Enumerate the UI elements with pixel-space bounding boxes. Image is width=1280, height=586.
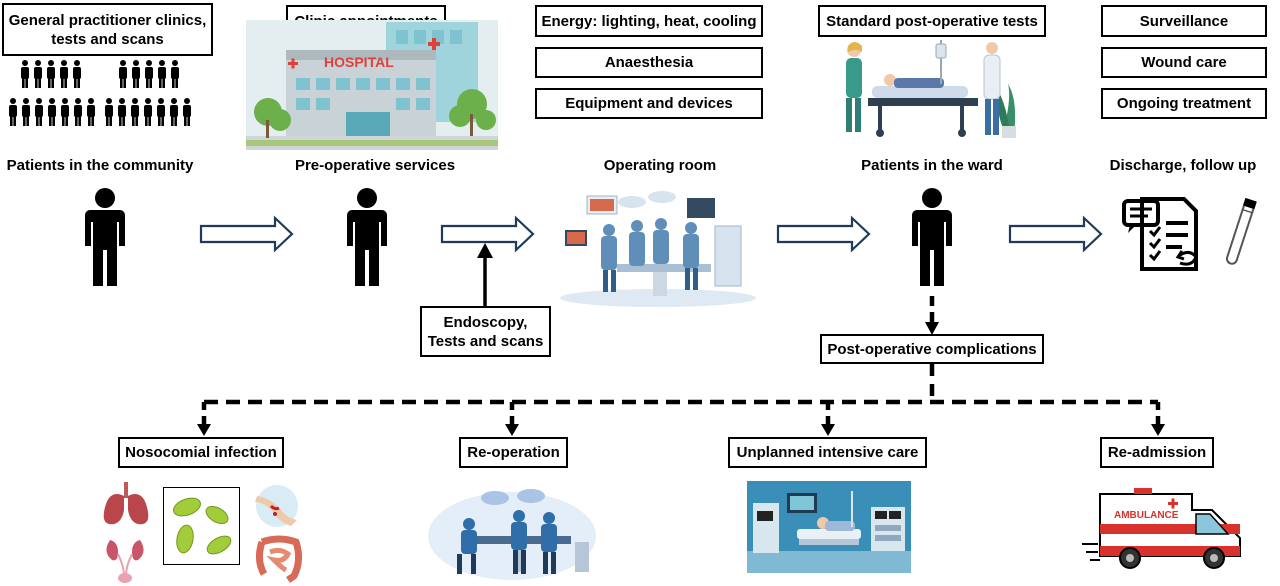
surveillance-box: Surveillance bbox=[1101, 5, 1267, 37]
stage-label-community: Patients in the community bbox=[6, 157, 194, 174]
ward-bed-icon bbox=[846, 40, 1016, 138]
person-icon bbox=[85, 188, 125, 286]
endoscopy-box: Endoscopy, Tests and scans bbox=[420, 306, 551, 357]
complication-dashed-link bbox=[925, 296, 939, 335]
standard-tests-box: Standard post-operative tests bbox=[818, 5, 1046, 37]
discharge-document-icon bbox=[1122, 197, 1198, 271]
intestine-icon bbox=[255, 535, 303, 583]
gp-box: General practitioner clinics, tests and … bbox=[2, 3, 213, 56]
stage-label-preop: Pre-operative services bbox=[294, 157, 456, 174]
flow-arrow bbox=[776, 215, 871, 253]
stage-label-ward: Patients in the ward bbox=[861, 157, 1003, 174]
hospital-icon: HOSPITAL bbox=[246, 20, 498, 150]
ambulance-sign: AMBULANCE bbox=[1114, 510, 1179, 521]
flow-arrow bbox=[199, 215, 294, 253]
re-admission-box: Re-admission bbox=[1100, 437, 1214, 468]
operating-room-icon bbox=[560, 191, 756, 307]
endoscopy-arrow bbox=[477, 243, 493, 306]
flow-arrow bbox=[1008, 215, 1103, 253]
unplanned-intensive-care-box: Unplanned intensive care bbox=[728, 437, 927, 468]
person-icon bbox=[347, 188, 387, 286]
anaesthesia-box: Anaesthesia bbox=[535, 47, 763, 78]
ongoing-treatment-box: Ongoing treatment bbox=[1101, 88, 1267, 119]
person-icon bbox=[912, 188, 952, 286]
ambulance-icon: AMBULANCE bbox=[1082, 488, 1241, 569]
wound-care-box: Wound care bbox=[1101, 47, 1267, 78]
post-operative-complications-box: Post-operative complications bbox=[820, 334, 1044, 364]
icu-room-icon bbox=[747, 481, 911, 573]
stage-label-or: Operating room bbox=[603, 157, 717, 174]
energy-box: Energy: lighting, heat, cooling bbox=[535, 5, 763, 37]
hospital-sign: HOSPITAL bbox=[324, 54, 394, 70]
wound-icon bbox=[255, 485, 298, 527]
test-tube-icon bbox=[1225, 197, 1257, 265]
equipment-box: Equipment and devices bbox=[535, 88, 763, 119]
surgery-team-icon bbox=[428, 489, 596, 580]
kidney-icon bbox=[106, 540, 144, 583]
bacteria-icon bbox=[163, 487, 240, 565]
nosocomial-infection-box: Nosocomial infection bbox=[118, 437, 284, 468]
re-operation-box: Re-operation bbox=[459, 437, 568, 468]
lungs-icon bbox=[103, 482, 149, 525]
stage-label-discharge: Discharge, follow up bbox=[1109, 157, 1257, 174]
flow-arrow bbox=[440, 215, 535, 253]
